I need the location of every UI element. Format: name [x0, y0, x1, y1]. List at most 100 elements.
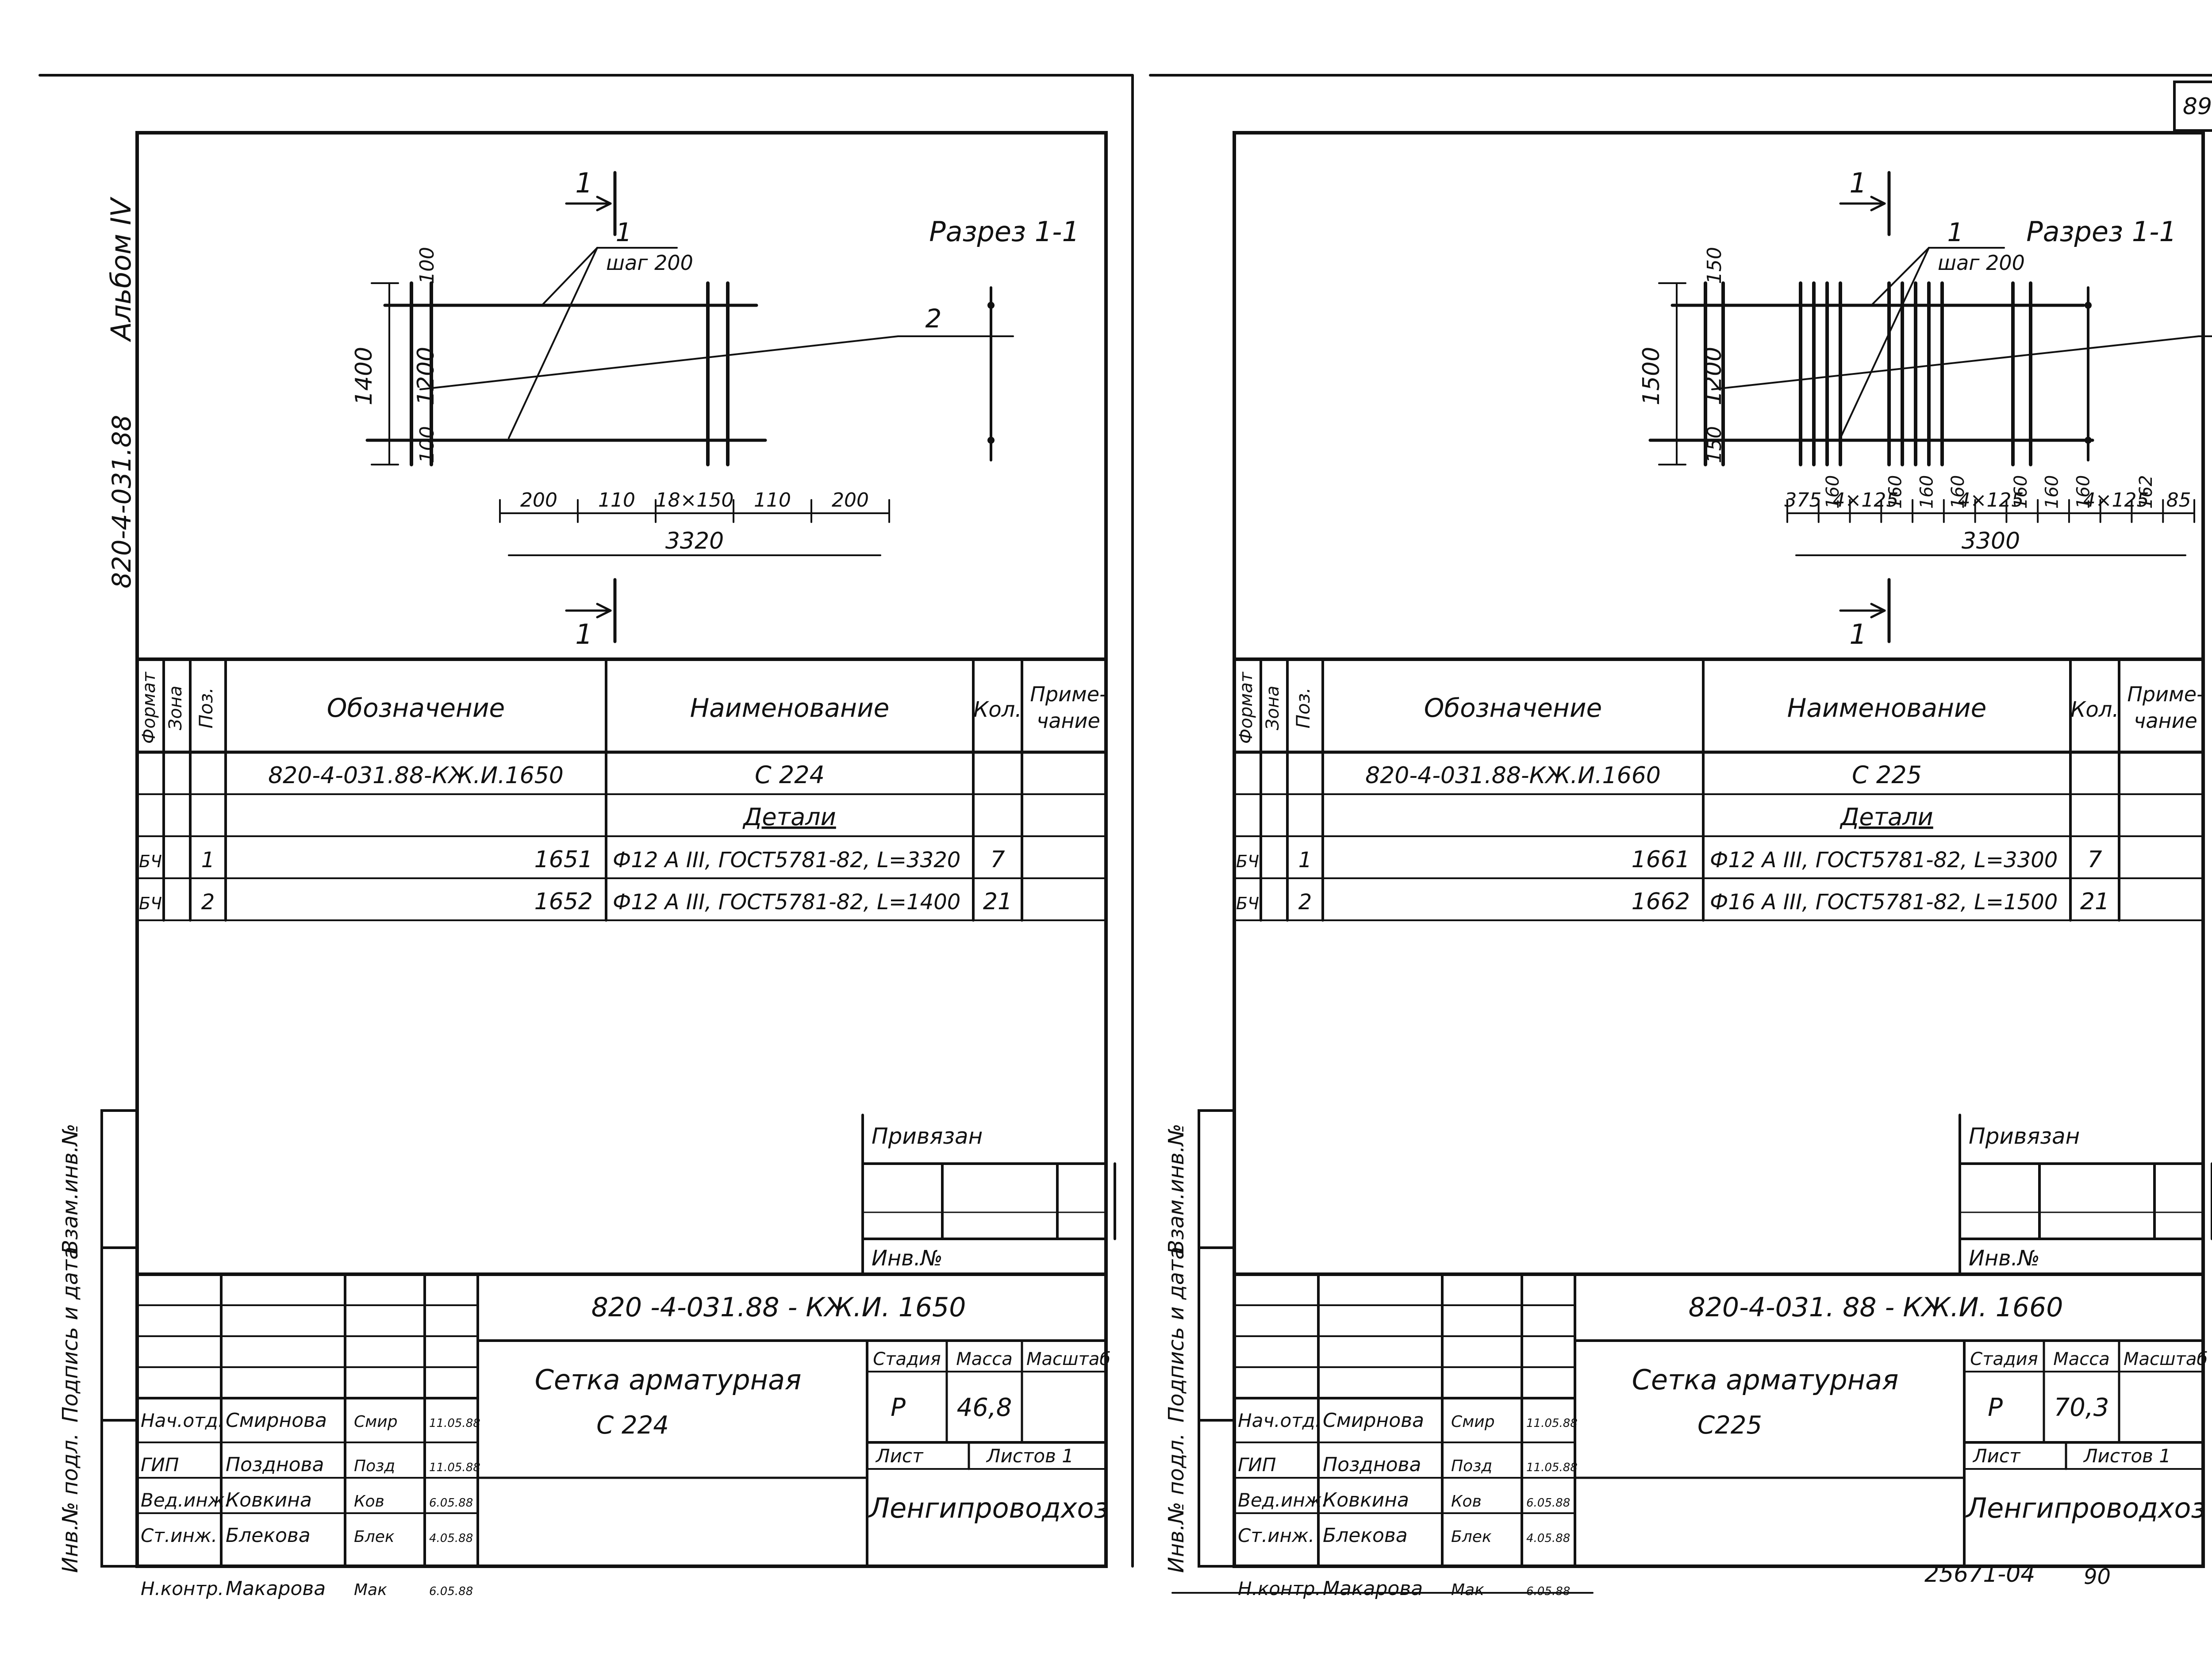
spec-qty: 21 — [983, 888, 1012, 915]
signer-date: 11.05.88 — [429, 1417, 480, 1430]
spec-qty: 7 — [990, 846, 1005, 873]
signer-signature: Смир — [1451, 1413, 1495, 1431]
header-format: Формат — [1236, 671, 1256, 744]
signer-date: 6.05.88 — [1526, 1496, 1570, 1510]
signer-date: 6.05.88 — [429, 1585, 473, 1598]
spec-qty: 7 — [2087, 846, 2102, 873]
sheet-mark: С225 — [1697, 1411, 1762, 1440]
signer-signature: Позд — [1451, 1457, 1492, 1475]
signer-role: Нач.отд. — [141, 1410, 224, 1431]
dim-bottom-part: 160 — [1823, 475, 1843, 509]
privyazan-label: Привязан — [872, 1123, 983, 1149]
massa-value: 70,3 — [2054, 1393, 2109, 1422]
dim-left-part: 1200 — [1700, 347, 1727, 405]
dim-bottom-part: 375 — [1784, 489, 1821, 511]
signer-signature: Блек — [354, 1528, 395, 1546]
section-dot — [2085, 302, 2092, 309]
dim-bottom-part: 160 — [2042, 475, 2062, 509]
sheet-title: Сетка арматурная — [535, 1364, 802, 1396]
dim-left-part: 150 — [1703, 247, 1726, 284]
dim-bottom-part: 200 — [520, 489, 557, 511]
signer-role: Ст.инж. — [141, 1525, 217, 1546]
spec-designation: 820-4-031.88-КЖ.И.1660 — [1365, 762, 1661, 789]
header-zone: Зона — [165, 686, 186, 730]
spec-format: БЧ — [1236, 894, 1259, 913]
spec-name: С 224 — [755, 761, 825, 789]
organization: Ленгипроводхоз — [868, 1492, 1109, 1524]
leader-line — [1870, 247, 1930, 306]
spec-name: Детали — [742, 803, 836, 831]
signer-name: Блекова — [226, 1524, 311, 1547]
header-note: чание — [1037, 709, 1100, 733]
signer-role: Вед.инж. — [1238, 1489, 1328, 1511]
cut-arrow — [1870, 196, 1886, 205]
signer-name: Макарова — [1323, 1577, 1423, 1600]
spec-designation: 1662 — [1632, 888, 1690, 915]
spec-qty: 21 — [2080, 888, 2109, 915]
header-pos: Поз. — [1292, 688, 1314, 729]
signer-name: Блекова — [1323, 1524, 1408, 1547]
signer-date: 11.05.88 — [1526, 1417, 1578, 1430]
dim-left-total: 1400 — [351, 347, 377, 405]
leader-line — [1839, 247, 1930, 439]
signer-signature: Мак — [354, 1581, 387, 1599]
spec-designation: 1652 — [534, 888, 593, 915]
dim-left-part: 1200 — [413, 347, 439, 405]
cut-label: 1 — [575, 167, 592, 199]
header-qty: Кол. — [2070, 697, 2119, 722]
page-number: 89 — [2183, 93, 2212, 120]
signer-role: Вед.инж. — [141, 1489, 230, 1511]
massa-value: 46,8 — [957, 1393, 1012, 1422]
leader-label-step: шаг 200 — [1938, 251, 2025, 275]
spec-name: Детали — [1839, 803, 1933, 831]
dim-bottom-total: 3320 — [665, 528, 724, 554]
binding-strip — [1198, 1109, 1236, 1568]
footer-page: 90 — [2084, 1565, 2111, 1589]
leader-label-step: шаг 200 — [606, 251, 693, 275]
signer-name: Смирнова — [226, 1409, 327, 1432]
dim-bottom-part: 160 — [1886, 475, 1906, 509]
signer-name: Макарова — [226, 1577, 326, 1600]
masshtab-label: Масштаб — [2124, 1349, 2208, 1369]
dim-left-part: 100 — [416, 247, 438, 284]
cut-arrow — [596, 196, 612, 205]
signer-signature: Позд — [354, 1457, 395, 1475]
signer-role: Ст.инж. — [1238, 1525, 1314, 1546]
leader-label-1: 1 — [1947, 217, 1964, 247]
header-pos: Поз. — [195, 688, 217, 729]
dim-bottom-part: 85 — [2166, 489, 2191, 511]
signer-name: Ковкина — [1323, 1489, 1409, 1511]
sheet-1 — [100, 131, 1116, 1568]
spec-designation: 1661 — [1632, 846, 1690, 873]
spec-name: Ф12 А III, ГОСТ5781-82, L=1400 — [613, 890, 960, 915]
header-note: Приме- — [2127, 682, 2204, 706]
stadiya-label: Стадия — [1970, 1349, 2038, 1369]
spec-pos: 2 — [1298, 890, 1312, 915]
organization: Ленгипроводхоз — [1966, 1492, 2206, 1524]
spec-pos: 2 — [201, 890, 215, 915]
album-code: 820-4-031.88 — [107, 415, 137, 588]
header-note: чание — [2134, 709, 2197, 733]
inv-podl-label-2: Инв.№ подл. — [1164, 1433, 1189, 1573]
dim-bottom-part: 160 — [1916, 475, 1937, 509]
page-number-box — [2173, 81, 2212, 132]
inv-no-label: Инв.№ — [872, 1246, 943, 1271]
cut-label: 1 — [1849, 618, 1866, 650]
signer-date: 4.05.88 — [1526, 1532, 1570, 1545]
cut-arrow — [596, 609, 612, 619]
stadiya-label: Стадия — [873, 1349, 941, 1369]
podpis-data-label: Подпись и дата — [58, 1246, 83, 1422]
header-zone: Зона — [1263, 686, 1283, 730]
cut-arrow — [596, 603, 612, 612]
vzam-inv-label-2: Взам.инв.№ — [1164, 1124, 1189, 1254]
dim-left-part: 100 — [416, 426, 438, 463]
signer-date: 6.05.88 — [1526, 1585, 1570, 1598]
cut-arrow — [596, 202, 612, 211]
sheet-frame — [1233, 131, 2205, 1568]
massa-label: Масса — [956, 1349, 1013, 1369]
privyazan-label: Привязан — [1969, 1123, 2080, 1149]
sheet-2 — [1198, 131, 2212, 1568]
leader-line-2 — [419, 335, 899, 390]
signer-date: 11.05.88 — [429, 1461, 480, 1474]
